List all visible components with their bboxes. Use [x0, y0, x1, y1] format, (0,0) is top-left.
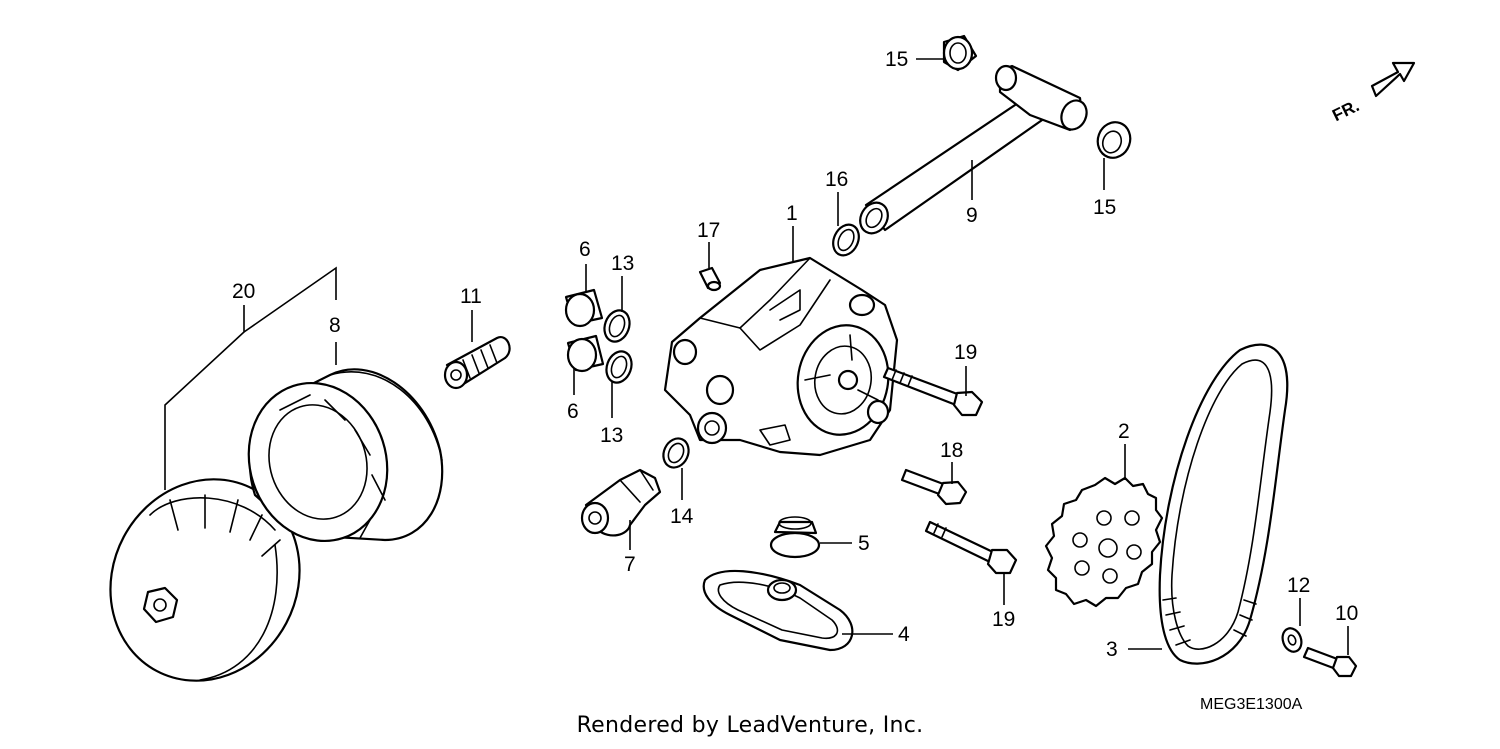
oil-pump-body-icon [663, 256, 899, 457]
callout-4: 4 [898, 623, 910, 646]
callout-6-lower: 6 [567, 400, 579, 423]
callout-9: 9 [966, 204, 978, 227]
bolt-19-upper-icon [882, 366, 984, 417]
callout-19-upper: 19 [954, 341, 977, 364]
callout-1: 1 [786, 202, 798, 225]
callout-15-lower: 15 [1093, 196, 1116, 219]
callout-20: 20 [232, 280, 255, 303]
o-ring-lower-icon [605, 350, 633, 384]
callout-17: 17 [697, 219, 720, 242]
callout-13-upper: 13 [611, 252, 634, 275]
dowel-pin-icon [698, 266, 722, 292]
grommet-icon [769, 516, 821, 559]
dowel-collar-lower-icon [566, 334, 605, 373]
callout-labels: 20 8 11 6 13 6 13 17 1 16 9 15 15 19 18 … [232, 48, 1358, 661]
oil-pipe-icon [859, 64, 1088, 235]
washer-icon [1281, 627, 1303, 653]
dowel-collar-upper-icon [564, 288, 604, 328]
bolt-19-lower-icon [924, 520, 1018, 575]
leader-lines [164, 58, 1349, 655]
sprocket-bolt-icon [1302, 646, 1358, 678]
drive-sprocket-icon [1044, 476, 1164, 608]
callout-7: 7 [624, 553, 636, 576]
direction-label: FR. [1329, 96, 1362, 125]
callout-11: 11 [460, 285, 482, 308]
callout-8: 8 [329, 314, 341, 337]
front-direction-arrow-icon [1370, 61, 1416, 98]
o-ring-upper-icon [603, 309, 631, 343]
o-ring-relief-icon [662, 437, 690, 469]
stud-bolt-icon [443, 336, 511, 390]
callout-12: 12 [1287, 574, 1310, 597]
callout-15-upper: 15 [885, 48, 908, 71]
seal-upper-icon [942, 34, 978, 72]
seal-lower-icon [1096, 121, 1132, 159]
bolt-18-icon [900, 468, 968, 506]
callout-10: 10 [1335, 602, 1358, 625]
relief-valve-icon [580, 468, 662, 537]
callout-13-lower: 13 [600, 424, 623, 447]
footer-credit: Rendered by LeadVenture, Inc. [576, 713, 924, 738]
oil-filter-icon [247, 368, 444, 543]
diagram-code: MEG3E1300A [1200, 696, 1303, 713]
oil-strainer-icon [702, 569, 854, 652]
callout-14: 14 [670, 505, 694, 528]
callout-3: 3 [1106, 638, 1118, 661]
callout-5: 5 [858, 532, 870, 555]
callout-2: 2 [1118, 420, 1130, 443]
callout-18: 18 [940, 439, 963, 462]
callout-19-lower: 19 [992, 608, 1015, 631]
o-ring-pipe-icon [832, 223, 860, 257]
callout-6-upper: 6 [579, 238, 591, 261]
callout-16: 16 [825, 168, 848, 191]
drive-chain-icon [1158, 343, 1289, 665]
